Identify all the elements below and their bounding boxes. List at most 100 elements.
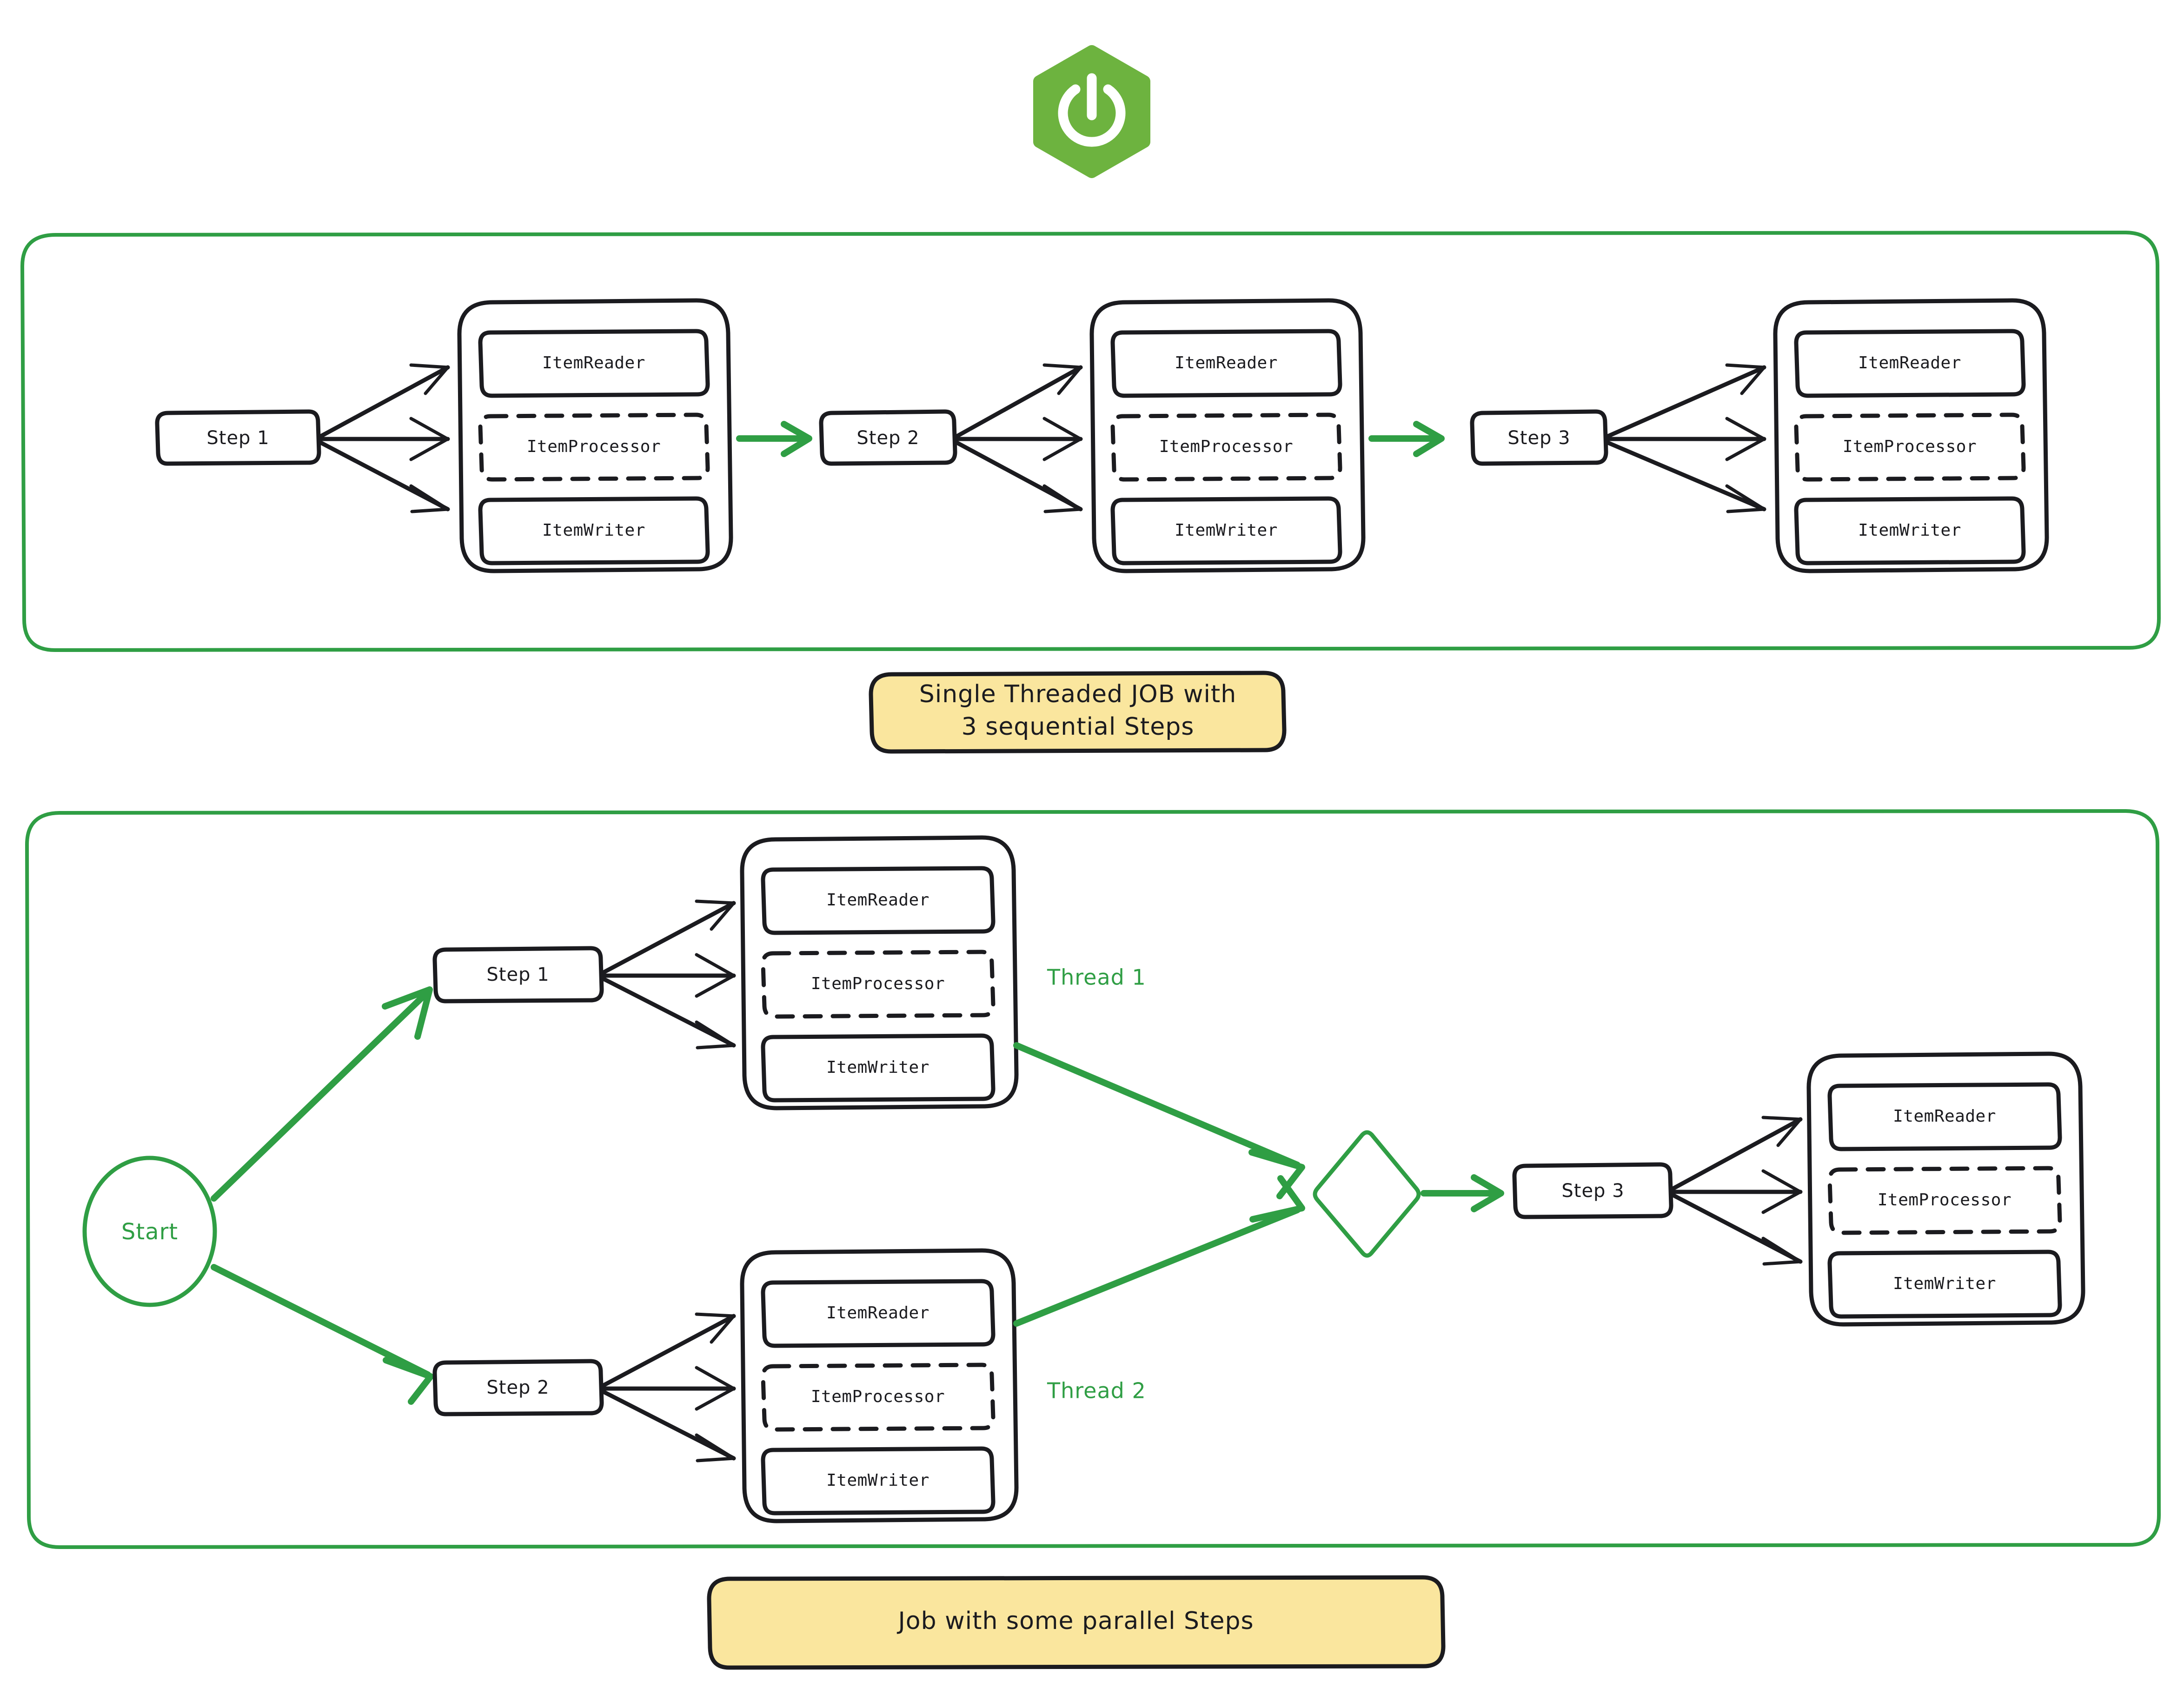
arrow-head-processor-1-3 (1725, 417, 1766, 461)
branch-arrow-head-1 (382, 986, 433, 1040)
component-box-reader-2-1-label: ItemReader (826, 891, 929, 910)
arrow-group-1-2 (955, 363, 1083, 513)
component-box-reader-2-1-outline (761, 866, 996, 935)
arrow-to-reader-2-2 (601, 1314, 736, 1388)
arrow-head-reader-2-1 (695, 899, 736, 931)
component-box-writer-2-1-label: ItemWriter (826, 1058, 929, 1077)
connector-arrowhead-3 (1471, 1174, 1504, 1212)
arrow-head-writer-1-3 (1725, 484, 1766, 513)
arrow-head-processor-2-2 (695, 1366, 736, 1411)
arrow-to-writer-1-2 (955, 440, 1083, 512)
step-component-container-1-2: ItemReader ItemProcessor ItemWriter (1089, 298, 1366, 573)
component-box-processor-1-1-outline (478, 412, 710, 482)
step-component-container-2-3-outline (1806, 1051, 2085, 1327)
component-box-writer-2-1-outline (761, 1033, 996, 1103)
step-box-1-1[interactable]: Step 1 (155, 409, 321, 466)
arrow-to-writer-2-3 (1671, 1193, 1803, 1264)
component-box-reader-2-1[interactable]: ItemReader (761, 866, 996, 935)
arrow-head-processor-1-2 (1042, 417, 1082, 461)
step-box-2-3[interactable]: Step 3 (1512, 1162, 1673, 1219)
component-box-writer-1-3[interactable]: ItemWriter (1794, 496, 2026, 565)
arrow-to-reader-2-3 (1671, 1117, 1803, 1191)
arrow-head-processor-1-1 (409, 417, 450, 461)
start-node[interactable]: Start (82, 1156, 217, 1307)
component-box-reader-2-2[interactable]: ItemReader (761, 1279, 996, 1348)
step-component-container-1-3-outline (1773, 298, 2049, 573)
branch-arrow-line-2 (211, 1264, 431, 1378)
step-box-2-1[interactable]: Step 1 (432, 946, 604, 1004)
component-box-processor-1-3-label: ItemProcessor (1843, 437, 1977, 456)
component-box-writer-1-3-label: ItemWriter (1858, 521, 1961, 540)
step-box-2-1-outline (432, 946, 604, 1004)
arrow-group-2-2 (601, 1312, 736, 1463)
arrow-head-processor-2-1 (695, 953, 736, 998)
step-box-1-2-outline (819, 409, 957, 466)
component-box-processor-1-2-label: ItemProcessor (1159, 437, 1293, 456)
step-component-container-1-3: ItemReader ItemProcessor ItemWriter (1773, 298, 2049, 573)
component-box-writer-1-3-outline (1794, 496, 2026, 565)
step-box-2-2[interactable]: Step 2 (432, 1359, 604, 1416)
component-box-reader-1-1-label: ItemReader (542, 353, 645, 372)
component-box-reader-2-2-outline (761, 1279, 996, 1348)
connector-arrowhead-2 (1413, 421, 1445, 457)
component-box-writer-1-1-outline (478, 496, 710, 565)
component-box-writer-1-1-label: ItemWriter (542, 521, 645, 540)
arrow-to-reader-1-3 (1606, 365, 1766, 439)
component-box-reader-1-1[interactable]: ItemReader (478, 329, 710, 398)
component-box-processor-1-1[interactable]: ItemProcessor (478, 412, 710, 482)
component-box-writer-2-2[interactable]: ItemWriter (761, 1446, 996, 1516)
component-box-processor-2-3-label: ItemProcessor (1878, 1190, 2011, 1210)
component-box-reader-2-2-label: ItemReader (826, 1303, 929, 1323)
join-diamond-node[interactable] (1313, 1130, 1421, 1258)
component-box-processor-2-3[interactable]: ItemProcessor (1827, 1166, 2062, 1235)
component-box-processor-1-2[interactable]: ItemProcessor (1110, 412, 1342, 482)
component-box-processor-1-1-label: ItemProcessor (527, 437, 661, 456)
arrow-head-writer-1-1 (409, 484, 450, 513)
arrow-head-reader-2-3 (1761, 1116, 1802, 1147)
branch-arrow-start-to-step2 (211, 1264, 434, 1405)
arrow-head-writer-2-2 (695, 1433, 736, 1463)
step-component-container-1-1: ItemReader ItemProcessor ItemWriter (457, 298, 733, 573)
branch-arrow-line-1 (211, 989, 431, 1202)
branch-arrow-head-2 (383, 1357, 434, 1405)
component-box-reader-1-1-outline (478, 329, 710, 398)
component-box-writer-1-2-label: ItemWriter (1175, 521, 1278, 540)
join-arrow-line-1 (1013, 1042, 1301, 1168)
step-box-1-3-label: Step 3 (1507, 427, 1570, 449)
arrow-head-processor-2-3 (1761, 1169, 1802, 1214)
component-box-processor-2-2[interactable]: ItemProcessor (761, 1363, 996, 1432)
component-box-reader-1-2[interactable]: ItemReader (1110, 329, 1342, 398)
component-box-reader-1-3[interactable]: ItemReader (1794, 329, 2026, 398)
arrow-head-writer-2-3 (1761, 1237, 1802, 1266)
arrow-to-reader-2-1 (601, 901, 736, 975)
component-box-processor-2-1-outline (761, 950, 996, 1019)
join-arrow-thread1 (1013, 1042, 1305, 1199)
component-box-writer-1-1[interactable]: ItemWriter (478, 496, 710, 565)
component-box-writer-1-2[interactable]: ItemWriter (1110, 496, 1342, 565)
arrow-head-writer-1-2 (1042, 484, 1082, 513)
component-box-processor-1-3[interactable]: ItemProcessor (1794, 412, 2026, 482)
caption-parallel-steps: Job with some parallel Steps (707, 1575, 1446, 1670)
step-box-1-1-outline (155, 409, 321, 466)
component-box-processor-2-1[interactable]: ItemProcessor (761, 950, 996, 1019)
arrow-head-reader-1-2 (1042, 363, 1082, 395)
arrow-head-writer-2-1 (695, 1020, 736, 1050)
component-box-processor-2-3-outline (1827, 1166, 2062, 1235)
component-box-reader-2-3-label: ItemReader (1893, 1107, 1996, 1126)
step-box-2-2-label: Step 2 (486, 1377, 549, 1398)
component-box-writer-2-3[interactable]: ItemWriter (1827, 1250, 2062, 1319)
component-box-reader-1-3-outline (1794, 329, 2026, 398)
arrow-group-2-3 (1671, 1116, 1803, 1266)
step-box-1-2[interactable]: Step 2 (819, 409, 957, 466)
component-box-processor-2-2-label: ItemProcessor (811, 1387, 945, 1406)
step-box-1-1-label: Step 1 (206, 427, 269, 449)
step-box-1-2-label: Step 2 (856, 427, 919, 449)
component-box-reader-2-3[interactable]: ItemReader (1827, 1082, 2062, 1151)
arrow-to-writer-1-1 (319, 440, 450, 512)
start-node-ellipse (82, 1156, 217, 1307)
step-box-1-3[interactable]: Step 3 (1470, 409, 1608, 466)
start-node-label: Start (121, 1219, 178, 1245)
component-box-writer-2-1[interactable]: ItemWriter (761, 1033, 996, 1103)
